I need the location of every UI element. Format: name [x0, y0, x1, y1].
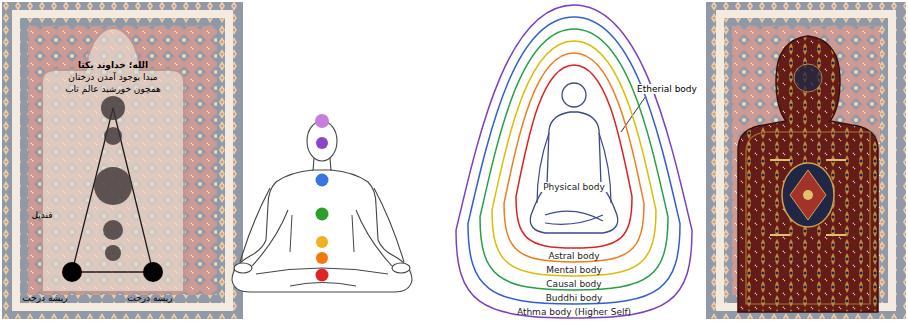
lamp-circle — [104, 127, 122, 145]
meditator-lines — [256, 215, 388, 286]
lamp-circle — [105, 245, 121, 261]
annotation-text: مبدا بوجود آمدن درختان — [68, 72, 157, 82]
meditator-arms — [240, 188, 404, 266]
text-holder: قندیل — [12, 207, 72, 221]
lamp-circle — [101, 96, 125, 120]
aura-layer: Causal body Mental body Astral body Physica… — [479, 28, 669, 291]
root-circle — [143, 262, 163, 282]
aura-layer: Mental body Astral body Physical body — [491, 40, 657, 277]
aura-ring — [480, 29, 668, 290]
layer-label: Astral body — [548, 251, 599, 261]
aura-ring — [468, 17, 680, 304]
text-holder: مبدا بوجود آمدن درختان — [33, 69, 193, 83]
node-outline — [525, 75, 623, 245]
text-holder: همچون خورشید عالم تاب — [33, 81, 193, 95]
annotation-text: الله؛ خداوند یکتا — [78, 60, 148, 70]
chakra-dot — [316, 208, 329, 221]
annotation-text: ریشه درخت — [22, 293, 67, 303]
aura-ring — [456, 5, 692, 318]
text-holder: Etherial body — [627, 81, 707, 95]
chakra-dot — [316, 174, 329, 187]
aura-layer: Athma body (Higher Self) Buddhi body Causa… — [455, 4, 693, 319]
etheric-ring — [516, 65, 632, 248]
text-holder: Mental body — [491, 263, 657, 275]
root-circle — [62, 262, 82, 282]
text-holder: Causal body — [479, 277, 669, 289]
annotation-text: ریشه درخت — [127, 293, 172, 303]
physical-body-head — [562, 83, 586, 107]
text-holder: Astral body — [503, 249, 645, 261]
fade-overlay — [0, 0, 245, 321]
text-holder: ریشه درخت — [7, 290, 83, 304]
layer-label: Physical body — [541, 182, 607, 192]
medallion — [782, 163, 834, 227]
lamp-circle — [94, 167, 132, 205]
layer-label: Causal body — [546, 279, 601, 289]
text-holder: الله؛ خداوند یکتا — [33, 57, 193, 71]
chakra-dot — [316, 137, 328, 149]
silhouette-frame — [746, 132, 870, 304]
text-holder: ریشه درخت — [112, 290, 188, 304]
medallion-diamond — [790, 170, 826, 220]
aura-layer: Astral body Physical body — [503, 52, 645, 263]
text-holder: Athma body (Higher Self) — [455, 305, 693, 317]
human-silhouette — [738, 36, 878, 312]
medallion-center — [803, 190, 813, 200]
chakra-dot — [316, 252, 328, 264]
annotation-text: همچون خورشید عالم تاب — [65, 84, 161, 94]
layer-label: Athma body (Higher Self) — [517, 307, 631, 317]
layer-label: Mental body — [546, 265, 602, 275]
aura-ring — [492, 41, 656, 276]
chakra-dot — [316, 236, 328, 248]
chakra-dot — [315, 114, 329, 128]
aura-ring — [504, 53, 644, 262]
layer-label: Buddhi body — [546, 293, 603, 303]
aura-layer: Buddhi body Causal body Mental body Astral … — [467, 16, 681, 305]
silhouette-ornament — [770, 160, 846, 235]
annotation-text: قندیل — [31, 210, 52, 220]
meditator-body — [232, 170, 412, 292]
text-holder: Buddhi body — [467, 291, 681, 303]
meditator-hand — [392, 263, 410, 273]
physical-figure: Physical body — [525, 75, 623, 245]
physical-body-outline — [530, 112, 617, 233]
meditator-hand — [234, 263, 252, 273]
triangle-lines — [72, 108, 153, 272]
layer-label: Etherial body — [635, 84, 699, 94]
chakra-dot — [316, 269, 329, 282]
head-ornament — [794, 64, 822, 92]
text-holder: Physical body — [525, 179, 623, 193]
fade-overlay — [704, 0, 908, 321]
lamp-circle — [103, 220, 123, 240]
physical-body-limbs — [537, 133, 611, 224]
